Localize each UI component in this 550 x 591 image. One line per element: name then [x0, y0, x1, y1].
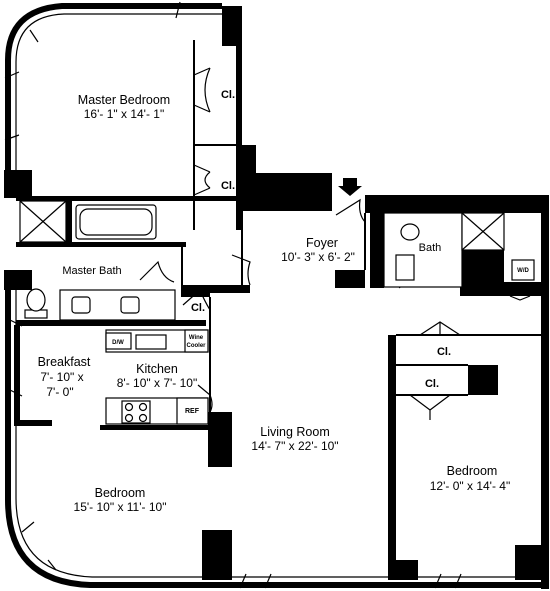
shower-x2	[19, 200, 67, 243]
shower-bath-x2	[461, 212, 505, 251]
breakfast-left-wall	[14, 325, 20, 425]
wine-cooler-label-1: Wine	[189, 335, 204, 341]
bath-wall-mid	[16, 242, 186, 247]
breakfast-name: Breakfast	[38, 355, 91, 369]
bath-name: Bath	[419, 242, 442, 254]
wd-bottom-wall	[460, 282, 541, 296]
door-kitchen	[197, 384, 213, 413]
wd-unit	[511, 259, 535, 281]
closet-labels: Cl. Cl. Cl. Cl. Cl.	[191, 89, 451, 390]
upper-curved-window-wall	[5, 2, 222, 186]
kitchen-bottom-wall	[100, 425, 212, 430]
breakfast-bottom-wall	[14, 420, 52, 426]
column-bottom-right-1	[388, 560, 418, 580]
kitchen-sink	[135, 334, 167, 350]
sink-bath	[395, 254, 415, 281]
fixtures	[19, 200, 535, 425]
door-closet-right-lower	[409, 394, 451, 420]
closet-master-lower-label: Cl.	[221, 180, 235, 192]
bath-wall-top-left	[16, 196, 71, 201]
living-column-left	[208, 412, 232, 467]
foyer-top-block	[242, 173, 332, 211]
wine-cooler	[184, 329, 209, 353]
door-bath-closet	[182, 288, 211, 311]
foyer-name: Foyer	[306, 236, 338, 250]
burner-1	[124, 402, 134, 412]
living-room-name: Living Room	[260, 425, 329, 439]
kitchen-dims: 8'- 10" x 7'- 10"	[117, 376, 197, 390]
foyer-bottom-left	[210, 285, 250, 293]
wall-master-right	[236, 40, 242, 145]
bedroom-left-dims: 15'- 10" x 11'- 10"	[74, 500, 167, 514]
bedroom-right-left-wall	[388, 335, 396, 565]
room-labels: Master Bedroom 16'- 1" x 14'- 1" Master …	[38, 93, 511, 514]
closet-block	[182, 285, 210, 297]
window-ticks	[4, 1, 462, 589]
column-bottom-right-2	[515, 545, 545, 580]
wine-cooler-label-2: Cooler	[186, 343, 206, 349]
master-bedroom-name: Master Bedroom	[78, 93, 170, 107]
breakfast-dims-1: 7'- 10" x	[40, 370, 83, 384]
right-exterior-wall	[541, 195, 549, 589]
master-bath-bottom-wall	[16, 320, 206, 326]
bedroom-right-dims: 12'- 0" x 14'- 4"	[430, 479, 510, 493]
toilet-master-bowl	[26, 288, 46, 312]
exterior-wall	[5, 2, 549, 589]
living-room-dims: 14'- 7" x 22'- 10"	[251, 439, 338, 453]
closet-right-lower-label: Cl.	[425, 378, 439, 390]
upper-curved-window-inner	[15, 13, 222, 186]
bath-wall-top	[71, 196, 236, 201]
master-bedroom-dims: 16'- 1" x 14'- 1"	[84, 107, 164, 121]
toilet-bath-bowl	[400, 223, 420, 241]
wall-master-right-lower	[236, 175, 242, 230]
kitchen-name: Kitchen	[136, 362, 178, 376]
foyer-dims: 10'- 3" x 6'- 2"	[281, 250, 355, 264]
column-bottom-left	[202, 530, 232, 580]
column-top	[222, 6, 242, 46]
bath-top-wall	[365, 195, 549, 213]
window-marks	[4, 1, 462, 589]
breakfast-dims-2: 7'- 0"	[46, 385, 73, 399]
column-mid	[236, 145, 256, 175]
walls	[4, 6, 549, 580]
refrigerator-label: REF	[185, 408, 200, 415]
bathtub	[75, 204, 157, 240]
burner-2	[138, 402, 148, 412]
sink-1	[71, 296, 91, 314]
shower-divider	[66, 196, 72, 246]
closet-bath-label: Cl.	[191, 302, 205, 314]
bedroom-left-name: Bedroom	[95, 486, 146, 500]
refrigerator	[176, 397, 209, 425]
burner-4	[138, 413, 148, 423]
column-right-closet	[468, 365, 498, 395]
dishwasher	[105, 332, 132, 350]
sink-2	[120, 296, 140, 314]
column-left-upper	[4, 170, 32, 198]
lower-curved-window-wall	[5, 283, 548, 588]
washer-dryer-label: W/D	[517, 268, 529, 274]
door-closet-lower	[193, 164, 211, 196]
closet-master-upper-label: Cl.	[221, 89, 235, 101]
master-bath-name: Master Bath	[62, 265, 121, 277]
entry-arrow-icon	[338, 178, 362, 196]
bathtub-basin	[79, 208, 153, 236]
door-wd	[509, 295, 531, 301]
door-closet-upper	[193, 67, 211, 113]
door-entry	[335, 198, 366, 223]
door-closet-right-upper	[419, 321, 461, 336]
closet-right-upper-label: Cl.	[437, 346, 451, 358]
cooktop	[121, 400, 151, 424]
door-master-bath	[139, 260, 175, 283]
lower-curved-window-inner	[15, 283, 548, 578]
fixture-labels: D/W Wine Cooler REF W/D	[112, 268, 529, 415]
door-foyer-left	[231, 254, 251, 286]
burner-3	[124, 413, 134, 423]
bath-left-wall	[370, 210, 384, 288]
foyer-bottom-right	[335, 270, 365, 288]
dishwasher-label: D/W	[112, 340, 124, 346]
bedroom-right-name: Bedroom	[447, 464, 498, 478]
column-left-mid	[4, 270, 32, 290]
